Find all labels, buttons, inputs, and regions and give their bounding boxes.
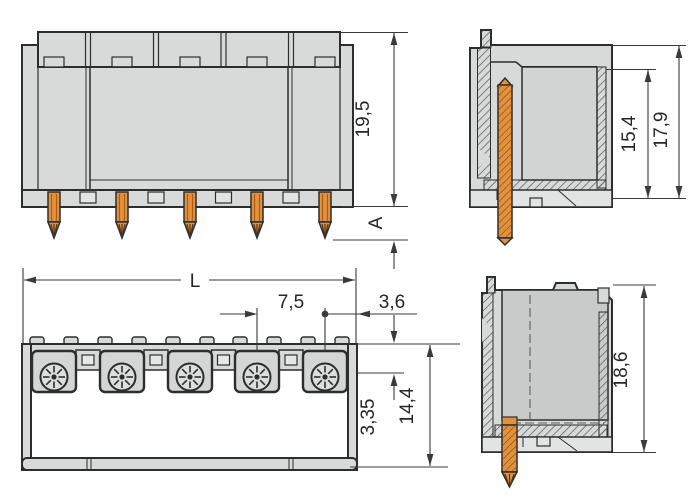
terminal-pad (30, 349, 78, 394)
terminal-pad (301, 349, 349, 394)
bottom-wall-joints (86, 458, 294, 470)
bottom-dimensions: L 7,5 3,6 3,35 14,4 (22, 268, 460, 468)
front-housing-body (21, 44, 354, 191)
side-cavity-block (521, 66, 598, 181)
side-foot (469, 189, 613, 208)
side-view: 15,4 17,9 (469, 29, 686, 247)
dim-label-side-total-height: 17,9 (651, 112, 672, 149)
section-right-wall (598, 311, 609, 438)
bottom-view: L 7,5 3,6 3,35 14,4 (21, 268, 460, 471)
terminal-pad (98, 349, 146, 394)
dim-label-pitch: 7,5 (278, 292, 304, 313)
section-dimensions: 18,6 (611, 284, 656, 454)
section-top-contact (486, 276, 496, 294)
dim-label-pin-protrusion: A (366, 216, 387, 229)
solder-pin (250, 191, 264, 239)
section-view: 18,6 (481, 276, 656, 489)
side-right-wall-section (596, 66, 607, 189)
solder-pin (47, 191, 61, 239)
side-wall-notch (478, 148, 490, 168)
section-wall-notch (482, 318, 493, 342)
dim-label-row-offset: 3,35 (358, 399, 379, 436)
front-flange-notches (79, 191, 300, 204)
front-shroud-dividers (84, 32, 295, 67)
section-inner-block (501, 289, 609, 421)
solder-pin (318, 191, 332, 239)
terminal-pad (166, 349, 214, 394)
dim-label-front-height: 19,5 (353, 101, 374, 138)
bottom-left-wall (21, 343, 32, 471)
section-block-notch (597, 287, 610, 304)
section-solder-pin (500, 416, 519, 489)
front-view: 19,5 A (21, 31, 408, 269)
dim-label-section-height: 18,6 (611, 352, 632, 389)
side-top-contact (480, 29, 492, 48)
section-left-wall (481, 292, 494, 438)
bottom-front-wall (21, 457, 358, 471)
side-left-wall-section (477, 47, 491, 179)
front-dimensions: 19,5 A (333, 31, 408, 269)
solder-pin (115, 191, 129, 239)
dim-label-depth: 14,4 (397, 387, 418, 424)
dim-label-total-length: L (190, 271, 201, 292)
terminal-pad (233, 349, 281, 394)
solder-pin (183, 191, 197, 239)
bottom-right-wall (347, 343, 358, 471)
side-solder-pin (496, 76, 514, 247)
dim-label-collar-height: 15,4 (619, 115, 640, 152)
front-latch-windows (43, 56, 336, 68)
side-dimensions: 15,4 17,9 (606, 44, 686, 200)
dim-label-edge-offset: 3,6 (379, 292, 405, 313)
